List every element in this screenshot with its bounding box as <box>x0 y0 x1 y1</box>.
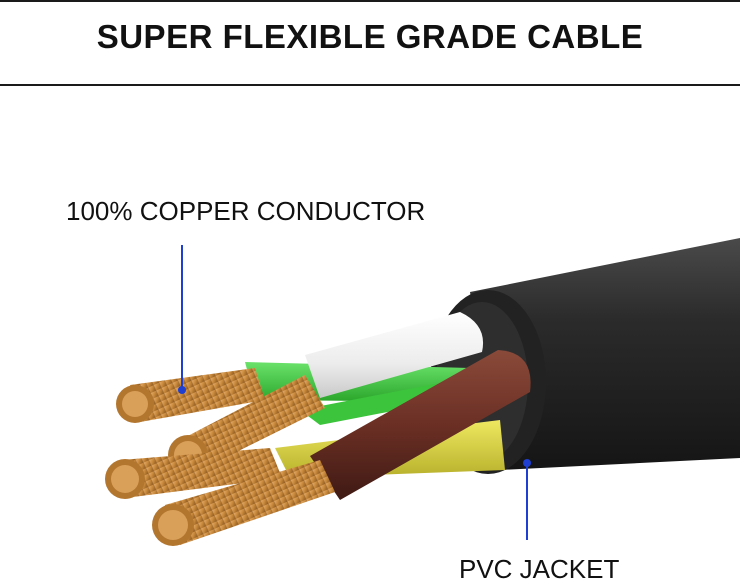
conductor-pointer-dot <box>178 386 186 394</box>
copper-conductor-label: 100% COPPER CONDUCTOR <box>66 196 426 226</box>
page-title: SUPER FLEXIBLE GRADE CABLE <box>96 18 644 55</box>
copper-conductor-3 <box>105 448 282 499</box>
white-wire <box>305 312 484 398</box>
brown-wire <box>310 350 531 500</box>
pvc-jacket-label: PVC JACKET <box>459 554 620 584</box>
copper-conductor-4 <box>152 460 335 546</box>
jacket-pointer-dot <box>523 459 531 467</box>
top-rule <box>0 0 740 2</box>
title-underline <box>0 84 740 86</box>
copper-conductor-1 <box>116 368 265 423</box>
